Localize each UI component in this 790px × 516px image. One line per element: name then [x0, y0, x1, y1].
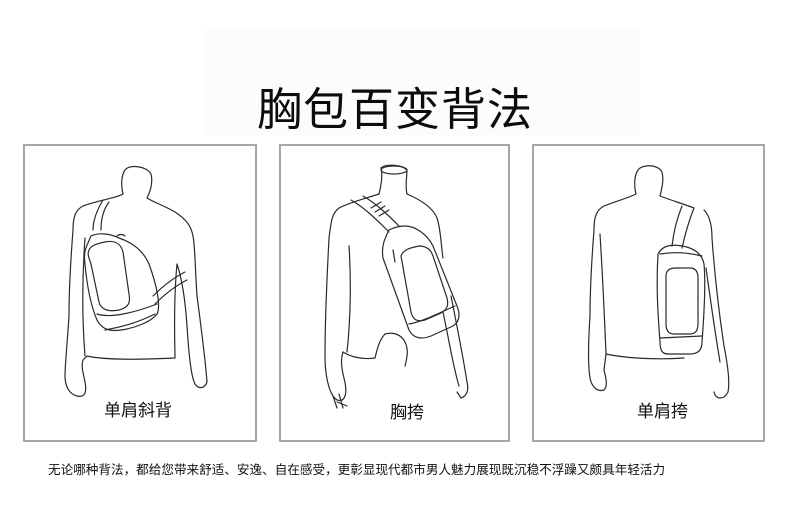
panel-crossbody: 单肩斜背 — [23, 144, 257, 442]
title-background — [205, 30, 640, 135]
panel-chest: 胸挎 — [279, 144, 510, 442]
footer-description: 无论哪种背法，都给您带来舒适、安逸、自在感受，更彰显现代都市男人魅力展现既沉稳不… — [48, 462, 666, 477]
mannequin-crossbody-illustration — [64, 165, 208, 397]
mannequin-chest-illustration — [324, 164, 469, 409]
mannequin-single-shoulder-illustration — [587, 165, 730, 399]
panel-caption: 胸挎 — [390, 403, 424, 423]
panel-single-shoulder: 单肩挎 — [532, 144, 765, 442]
panel-caption: 单肩斜背 — [104, 401, 172, 421]
panel-caption: 单肩挎 — [637, 402, 688, 422]
page-title: 胸包百变背法 — [256, 83, 533, 137]
